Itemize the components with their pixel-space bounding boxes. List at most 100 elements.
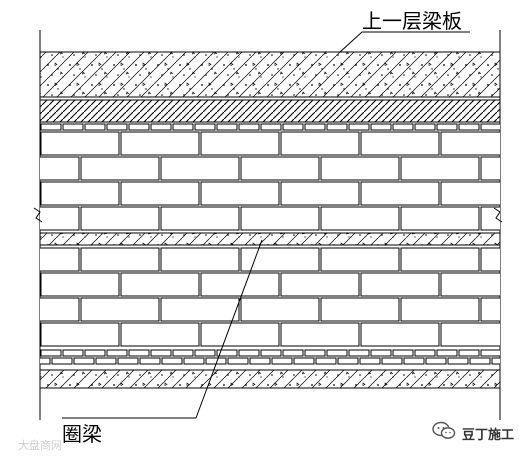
brick bbox=[480, 156, 500, 181]
brick bbox=[40, 206, 80, 231]
brick bbox=[240, 206, 320, 231]
brick bbox=[480, 123, 500, 131]
brick bbox=[480, 206, 500, 231]
brick bbox=[194, 123, 216, 131]
brick bbox=[194, 349, 216, 357]
brick bbox=[238, 349, 260, 357]
brick bbox=[128, 123, 150, 131]
brick bbox=[40, 181, 120, 206]
wechat-icon bbox=[432, 421, 456, 439]
brick bbox=[260, 349, 282, 357]
brick bbox=[183, 357, 205, 365]
brick-row bbox=[40, 322, 500, 347]
brick-courses-upper bbox=[40, 131, 500, 231]
brick bbox=[80, 247, 160, 272]
brick bbox=[40, 322, 120, 347]
brick bbox=[40, 131, 120, 156]
brick bbox=[403, 357, 425, 365]
brick bbox=[293, 357, 315, 365]
brick bbox=[326, 123, 348, 131]
brick bbox=[200, 322, 280, 347]
brick bbox=[216, 123, 238, 131]
brick bbox=[106, 349, 128, 357]
brick-row bbox=[40, 297, 500, 322]
brick bbox=[40, 357, 51, 365]
brick bbox=[62, 349, 84, 357]
brick bbox=[128, 349, 150, 357]
brick bbox=[348, 123, 370, 131]
brick bbox=[370, 349, 392, 357]
brick bbox=[458, 123, 480, 131]
brick bbox=[280, 131, 360, 156]
brick bbox=[120, 131, 200, 156]
brick bbox=[436, 123, 458, 131]
brick bbox=[200, 181, 280, 206]
brick bbox=[480, 247, 500, 272]
brick bbox=[200, 272, 280, 297]
brick bbox=[271, 357, 293, 365]
brick bbox=[491, 357, 500, 365]
brick bbox=[458, 349, 480, 357]
brick bbox=[320, 247, 400, 272]
brick bbox=[360, 131, 440, 156]
thin-brick-row bbox=[40, 123, 500, 131]
thin-brick-row bbox=[40, 349, 500, 357]
brick bbox=[326, 349, 348, 357]
brick bbox=[414, 349, 436, 357]
upper-slab bbox=[39, 51, 501, 98]
break-marks bbox=[33, 207, 503, 223]
brick bbox=[400, 297, 480, 322]
brick bbox=[62, 123, 84, 131]
slab-bearing-band bbox=[39, 99, 501, 123]
brick bbox=[320, 156, 400, 181]
brick bbox=[150, 123, 172, 131]
brick bbox=[160, 156, 240, 181]
brick bbox=[480, 349, 500, 357]
brick bbox=[40, 247, 80, 272]
brick bbox=[360, 272, 440, 297]
brick-row bbox=[40, 247, 500, 272]
brick bbox=[240, 156, 320, 181]
brick bbox=[117, 357, 139, 365]
brick bbox=[120, 272, 200, 297]
brick bbox=[280, 272, 360, 297]
watermark-right: 豆丁施工 bbox=[462, 428, 515, 443]
brick bbox=[359, 357, 381, 365]
brick bbox=[106, 123, 128, 131]
brick bbox=[238, 123, 260, 131]
bottom-beam bbox=[39, 369, 501, 389]
brick bbox=[392, 123, 414, 131]
brick bbox=[84, 123, 106, 131]
brick bbox=[139, 357, 161, 365]
brick bbox=[282, 349, 304, 357]
brick bbox=[40, 156, 80, 181]
brick bbox=[240, 297, 320, 322]
brick bbox=[348, 349, 370, 357]
brick bbox=[436, 349, 458, 357]
brick bbox=[304, 123, 326, 131]
upper-slab-leader bbox=[339, 31, 470, 53]
thin-brick-course-bottom bbox=[40, 349, 500, 365]
brick bbox=[304, 349, 326, 357]
brick bbox=[400, 156, 480, 181]
brick bbox=[400, 206, 480, 231]
brick bbox=[360, 181, 440, 206]
brick bbox=[51, 357, 73, 365]
brick bbox=[160, 206, 240, 231]
brick bbox=[425, 357, 447, 365]
brick bbox=[440, 272, 500, 297]
brick bbox=[249, 357, 271, 365]
brick bbox=[120, 181, 200, 206]
brick bbox=[469, 357, 491, 365]
brick bbox=[160, 247, 240, 272]
brick-row bbox=[40, 156, 500, 181]
brick-courses-lower bbox=[40, 247, 500, 347]
brick bbox=[84, 349, 106, 357]
thin-brick-row bbox=[40, 357, 500, 365]
brick bbox=[381, 357, 403, 365]
brick-row bbox=[40, 272, 500, 297]
brick bbox=[161, 357, 183, 365]
brick-row bbox=[40, 181, 500, 206]
brick bbox=[480, 297, 500, 322]
brick bbox=[440, 181, 500, 206]
